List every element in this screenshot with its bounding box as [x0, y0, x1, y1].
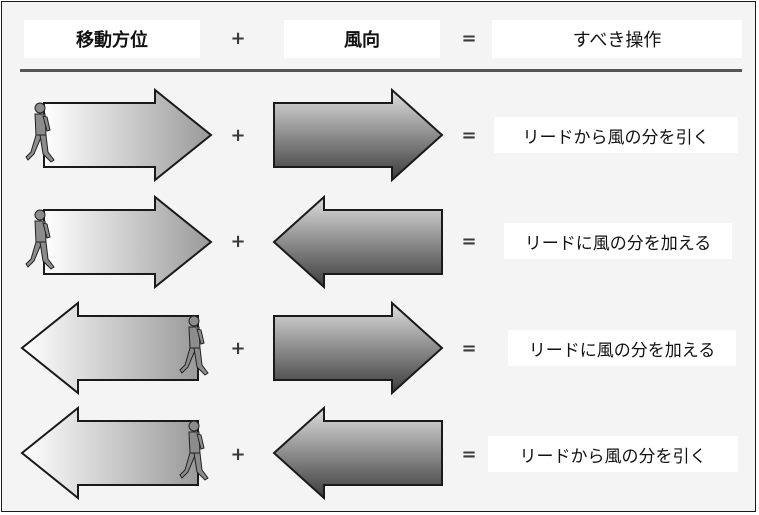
row2-walker-icon	[25, 209, 55, 270]
row2-equals-sign: =	[461, 231, 477, 252]
row4-wind-arrow	[272, 405, 443, 501]
row3-wind-arrow	[273, 300, 444, 396]
header-equals-sign: =	[461, 28, 477, 49]
header-wind-direction: 風向	[284, 20, 440, 58]
header-movement-direction: 移動方位	[24, 20, 200, 58]
header-action: すべき操作	[492, 20, 742, 58]
row4-walker-icon	[179, 420, 209, 481]
row1-equals-sign: =	[461, 125, 477, 146]
row4-movement-arrow	[20, 405, 199, 501]
row1-plus-sign: +	[230, 125, 246, 146]
row3-equals-sign: =	[461, 338, 477, 359]
row1-action: リードから風の分を引く	[494, 117, 738, 153]
row2-plus-sign: +	[230, 231, 246, 252]
header-plus-sign: +	[230, 28, 246, 49]
row3-walker-icon	[179, 315, 209, 376]
row1-wind-arrow	[273, 87, 444, 183]
row4-action: リードから風の分を引く	[488, 436, 738, 472]
row3-plus-sign: +	[230, 338, 246, 359]
row1-walker-icon	[25, 102, 55, 163]
row2-movement-arrow	[43, 194, 213, 290]
row3-action: リードに風の分を加える	[508, 330, 736, 366]
row2-wind-arrow	[272, 194, 443, 290]
row4-equals-sign: =	[461, 444, 477, 465]
row4-plus-sign: +	[230, 444, 246, 465]
header-divider	[20, 69, 742, 72]
row2-action: リードに風の分を加える	[504, 223, 732, 259]
row3-movement-arrow	[20, 300, 199, 396]
row1-movement-arrow	[43, 87, 213, 183]
